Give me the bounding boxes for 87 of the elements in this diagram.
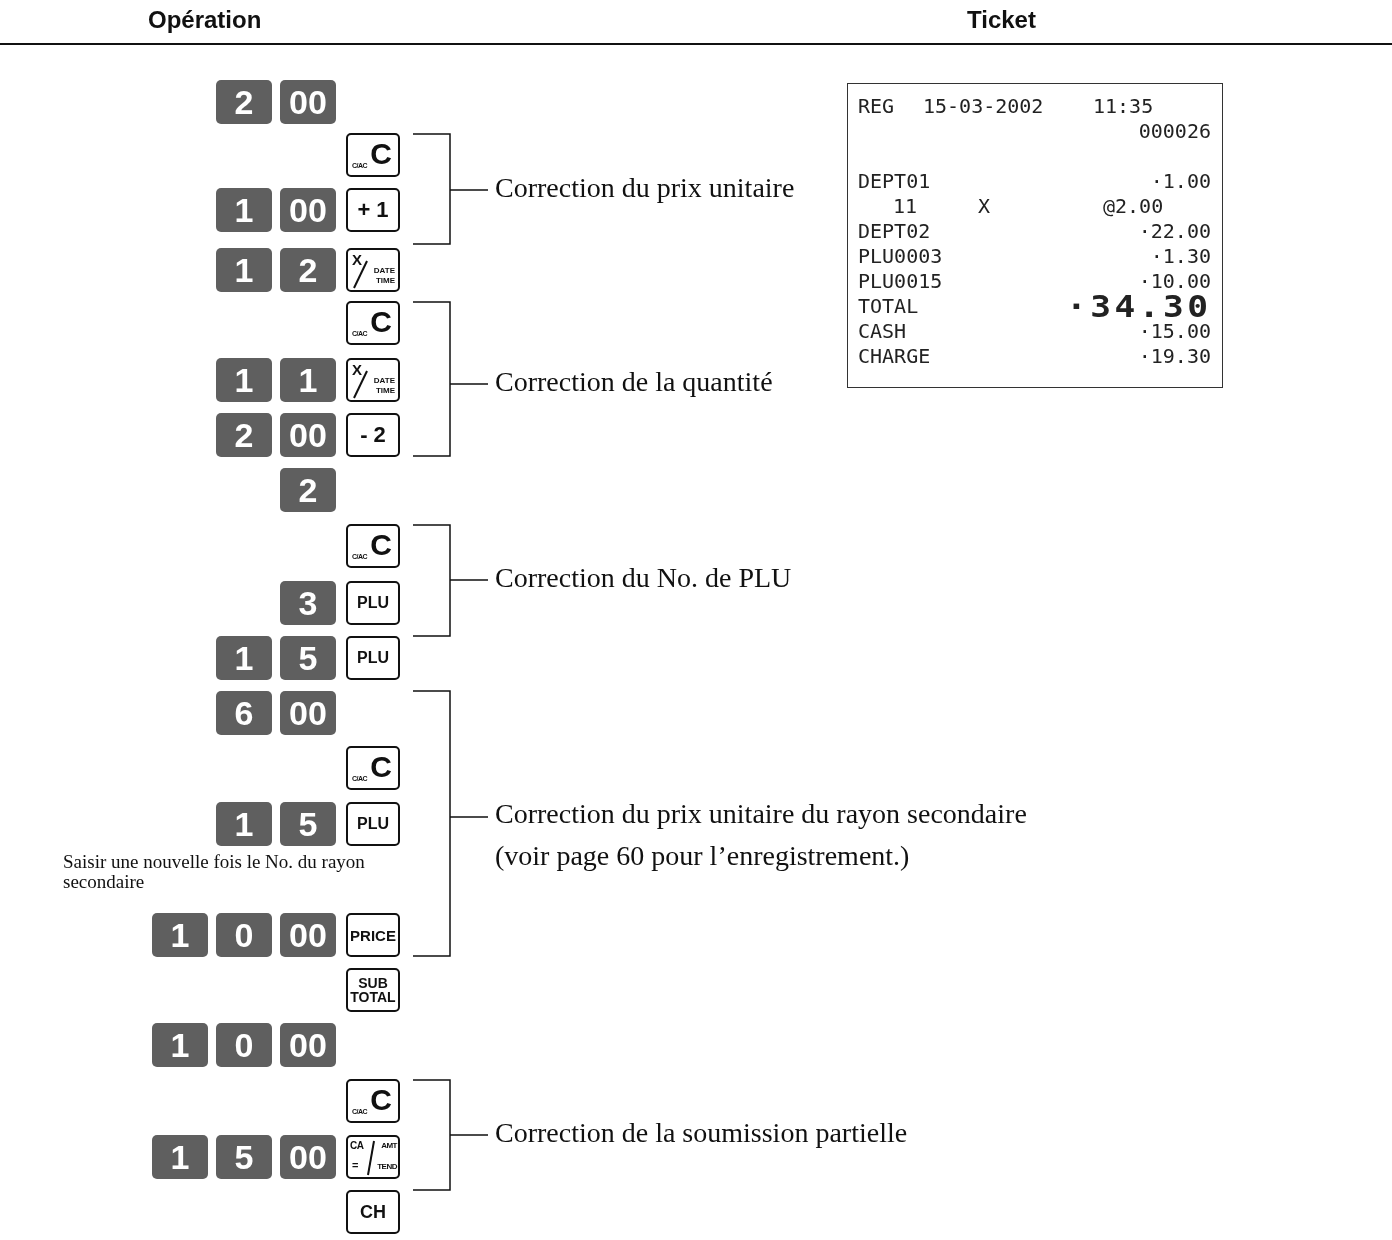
function-key xyxy=(346,524,400,568)
receipt-text: DEPT02 xyxy=(858,221,931,241)
receipt-text: 11 xyxy=(893,196,918,216)
receipt-text: ·10.00 xyxy=(1138,271,1211,291)
key-label: C xyxy=(370,752,392,782)
number-key: 0 xyxy=(216,1023,272,1067)
key-label: C xyxy=(370,139,392,169)
function-key xyxy=(346,358,400,402)
number-key: 1 xyxy=(152,913,208,957)
function-key xyxy=(346,1079,400,1123)
key-label: TEND xyxy=(377,1163,397,1171)
number-key: 3 xyxy=(280,581,336,625)
function-key: PLU xyxy=(346,581,400,625)
receipt-text: CHARGE xyxy=(858,346,931,366)
function-key: PLU xyxy=(346,802,400,846)
number-key: 5 xyxy=(280,636,336,680)
number-key: 1 xyxy=(216,802,272,846)
receipt-text: ·15.00 xyxy=(1138,321,1211,341)
receipt-text: TOTAL xyxy=(858,296,919,316)
function-key xyxy=(346,301,400,345)
number-key: 2 xyxy=(216,413,272,457)
number-key: 1 xyxy=(216,358,272,402)
receipt-text: REG xyxy=(858,96,895,116)
number-key: 2 xyxy=(280,248,336,292)
number-key: 00 xyxy=(280,1135,336,1179)
function-key xyxy=(346,133,400,177)
number-key: 1 xyxy=(216,188,272,232)
column-header: Opération xyxy=(148,6,262,34)
key-label: DATE TIME xyxy=(372,266,395,287)
receipt-text: PLU0015 xyxy=(858,271,943,291)
instruction-note: Saisir une nouvelle fois le No. du rayon secondaire xyxy=(63,852,366,892)
number-key: 1 xyxy=(152,1135,208,1179)
function-key: PRICE xyxy=(346,913,400,957)
function-key: SUB TOTAL xyxy=(346,968,400,1012)
receipt-text: ·1.00 xyxy=(1150,171,1211,191)
key-label: AMT xyxy=(381,1142,397,1150)
number-key: 00 xyxy=(280,80,336,124)
annotation: Correction de la quantité xyxy=(495,366,773,398)
key-label: X xyxy=(352,252,362,267)
key-label: = xyxy=(352,1160,359,1171)
number-key: 5 xyxy=(280,802,336,846)
receipt-text: X xyxy=(978,196,991,216)
function-key xyxy=(346,1135,400,1179)
receipt-text: ·19.30 xyxy=(1138,346,1211,366)
annotation: Correction du No. de PLU xyxy=(495,562,792,594)
number-key: 1 xyxy=(216,636,272,680)
number-key: 00 xyxy=(280,913,336,957)
key-label: CA xyxy=(350,1141,364,1151)
key-label: DATE TIME xyxy=(372,376,395,397)
annotation: Correction du prix unitaire du rayon secondaire xyxy=(495,798,1027,830)
annotation: Correction du prix unitaire xyxy=(495,172,795,204)
number-key: 2 xyxy=(280,468,336,512)
number-key: 00 xyxy=(280,691,336,735)
function-key xyxy=(346,248,400,292)
number-key: 2 xyxy=(216,80,272,124)
number-key: 00 xyxy=(280,413,336,457)
function-key: PLU xyxy=(346,636,400,680)
key-label: C xyxy=(370,1085,392,1115)
number-key: 5 xyxy=(216,1135,272,1179)
key-label: X xyxy=(352,362,362,377)
number-key: 1 xyxy=(280,358,336,402)
number-key: 0 xyxy=(216,913,272,957)
annotation: Correction de la soumission partielle xyxy=(495,1117,908,1149)
number-key: 1 xyxy=(152,1023,208,1067)
annotation: (voir page 60 pour l’enregistrement.) xyxy=(495,840,910,872)
function-key: - 2 xyxy=(346,413,400,457)
key-label: C xyxy=(370,307,392,337)
column-header: Ticket xyxy=(967,6,1036,34)
receipt-text: 11:35 xyxy=(1093,96,1154,116)
function-key xyxy=(346,746,400,790)
receipt-text: ·1.30 xyxy=(1150,246,1211,266)
receipt-text: 15-03-2002 xyxy=(923,96,1044,116)
receipt-text: DEPT01 xyxy=(858,171,931,191)
receipt xyxy=(847,83,1223,388)
number-key: 6 xyxy=(216,691,272,735)
receipt-text: ·22.00 xyxy=(1138,221,1211,241)
number-key: 00 xyxy=(280,188,336,232)
function-key: + 1 xyxy=(346,188,400,232)
function-key: CH xyxy=(346,1190,400,1234)
receipt-text: ·34.30 xyxy=(1065,292,1211,322)
receipt-text: 000026 xyxy=(1138,121,1211,141)
key-label: C xyxy=(370,530,392,560)
receipt-text: CASH xyxy=(858,321,907,341)
receipt-text: PLU0003 xyxy=(858,246,943,266)
number-key: 1 xyxy=(216,248,272,292)
receipt-text: @2.00 xyxy=(1103,196,1164,216)
number-key: 00 xyxy=(280,1023,336,1067)
